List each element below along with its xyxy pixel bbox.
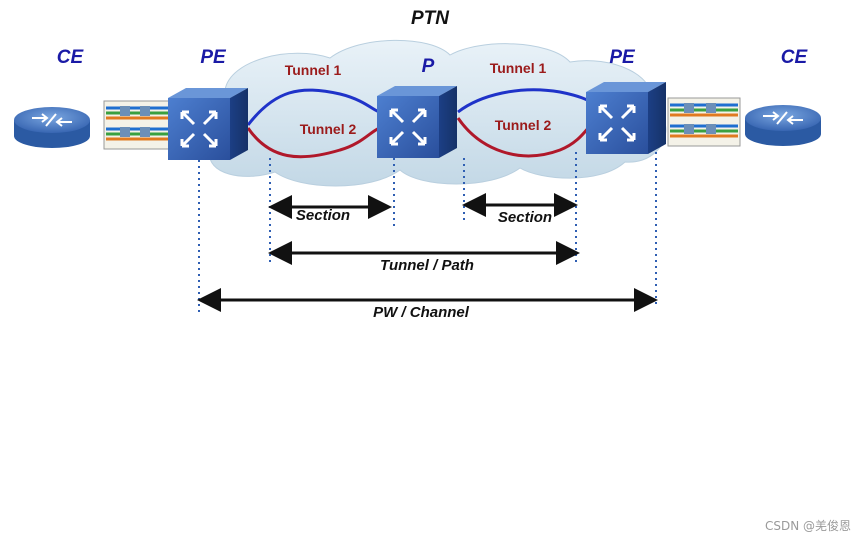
tunnel2-right-label: Tunnel 2 (495, 117, 552, 133)
tunnel2-right-curve (456, 117, 592, 158)
switch-icon (586, 82, 666, 154)
p-label: P (422, 56, 435, 77)
pe-left-label: PE (200, 47, 227, 68)
switch-icon (377, 86, 457, 158)
tunnel2-left-label: Tunnel 2 (300, 121, 357, 137)
diagram-title: PTN (411, 8, 450, 29)
router-icon (14, 107, 90, 148)
span-arrows (197, 193, 658, 312)
tunnel1-left-label: Tunnel 1 (285, 62, 342, 78)
section-left-label: Section (296, 207, 350, 224)
ce-right-label: CE (781, 47, 809, 68)
tunnel-path-label: Tunnel / Path (380, 257, 474, 274)
switch-icon (168, 88, 248, 160)
tunnel1-left-curve (246, 88, 381, 126)
tunnel1-right-curve (457, 88, 592, 114)
pe-right-label: PE (609, 47, 636, 68)
ce-left-label: CE (57, 47, 85, 68)
tunnel2-left-curve (246, 126, 381, 159)
tunnel-curves (246, 88, 592, 159)
watermark: CSDN @羌俊恩 (764, 519, 851, 533)
tunnel1-right-label: Tunnel 1 (490, 60, 547, 76)
router-icon (745, 105, 821, 146)
pw-channel-label: PW / Channel (373, 304, 470, 321)
cable-bundle-icon (103, 100, 173, 150)
section-right-label: Section (498, 209, 552, 226)
cable-bundle-icon (667, 97, 741, 147)
